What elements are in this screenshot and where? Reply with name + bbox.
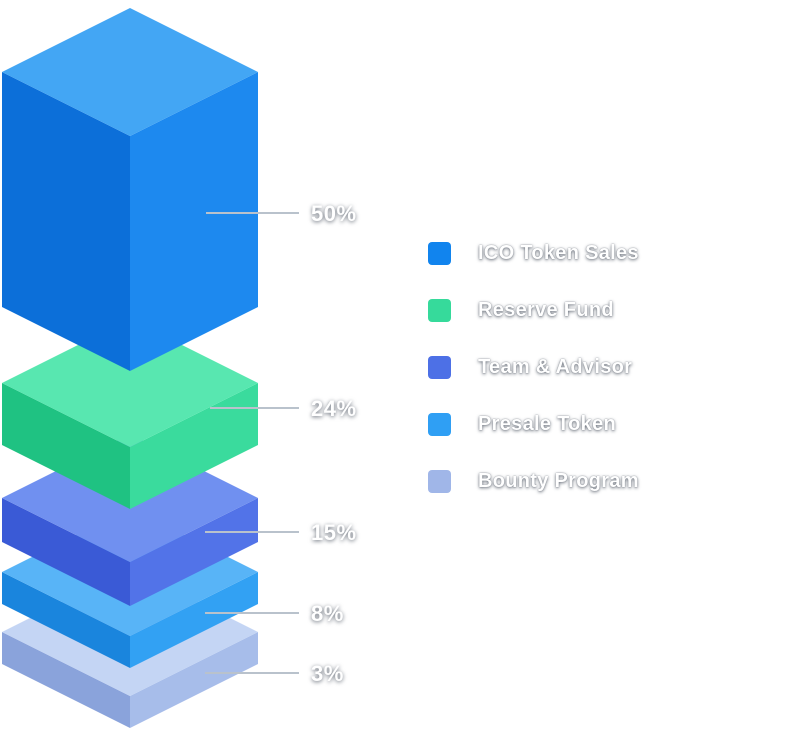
reserve-left-face [2,383,130,509]
reserve-right-face [130,383,258,509]
ico-right-face [130,72,258,371]
presale-right-face [130,572,258,668]
pct-label-ico: 50% [311,201,357,226]
legend-swatch-team-advisor [428,356,451,379]
legend-item-reserve-fund: Reserve Fund [428,299,639,322]
ico-left-face [2,72,130,371]
ico-top-face [2,8,258,136]
legend-label-presale-token: Presale Token [478,413,617,435]
legend-item-presale-token: Presale Token [428,413,639,436]
team-left-face [2,498,130,606]
legend-label-bounty-program: Bounty Program [478,470,639,492]
pct-label-team: 15% [311,520,357,545]
pct-label-reserve: 24% [311,396,357,421]
legend-swatch-ico-token-sales [428,242,451,265]
legend-swatch-presale-token [428,413,451,436]
legend-swatch-reserve-fund [428,299,451,322]
legend-label-team-advisor: Team & Advisor [478,356,633,378]
slab-ico-token-sales [2,8,258,371]
bounty-left-face [2,632,130,728]
legend-swatch-bounty-program [428,470,451,493]
legend-item-team-advisor: Team & Advisor [428,356,639,379]
bounty-right-face [130,632,258,728]
team-right-face [130,498,258,606]
legend: ICO Token Sales Reserve Fund Team & Advi… [428,242,639,493]
presale-left-face [2,572,130,668]
legend-label-ico-token-sales: ICO Token Sales [478,242,639,264]
pct-label-bounty: 3% [311,661,344,686]
slab-reserve-fund [2,319,258,509]
legend-item-ico-token-sales: ICO Token Sales [428,242,639,265]
legend-item-bounty-program: Bounty Program [428,470,639,493]
legend-label-reserve-fund: Reserve Fund [478,299,614,321]
pct-label-presale: 8% [311,601,344,626]
reserve-top-face [2,319,258,447]
